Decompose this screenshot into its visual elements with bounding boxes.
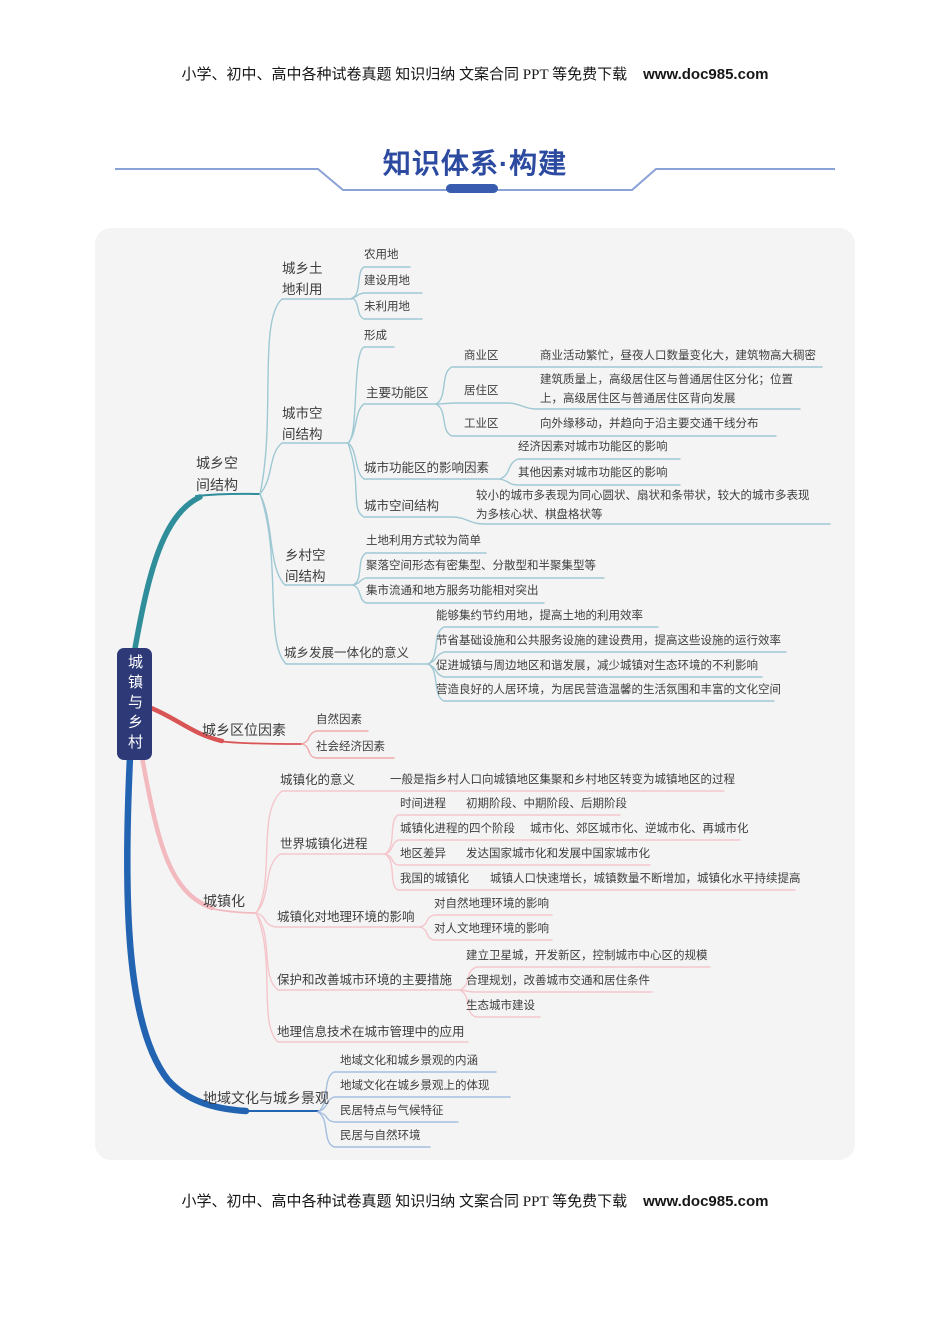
root-node-town-and-village: 城镇与乡村	[117, 648, 152, 760]
node-market-service-function: 集市流通和地方服务功能相对突出	[366, 585, 539, 597]
node-construction-land: 建设用地	[364, 275, 410, 287]
node-natural-factors: 自然因素	[316, 714, 362, 726]
desc-residential-zone: 建筑质量上，高级居住区与普通居住区分化；位置上，高级居住区与普通居住区背向发展	[540, 374, 793, 405]
footer-text: 小学、初中、高中各种试卷真题 知识归纳 文案合同 PPT 等免费下载	[181, 1194, 628, 1210]
desc-city-structure-pattern: 较小的城市多表现为同心圆状、扇状和条带状，较大的城市多表现为多核心状、棋盘格状等	[476, 490, 810, 521]
node-dwelling-climate-features: 民居特点与气候特征	[340, 1105, 444, 1117]
node-impact-human-environment: 对人文地理环境的影响	[434, 923, 549, 935]
node-integration-benefit-living: 营造良好的人居环境，为居民营造温馨的生活氛围和丰富的文化空间	[436, 684, 781, 696]
node-measure-satellite-city: 建立卫星城，开发新区，控制城市中心区的规模	[466, 950, 708, 962]
node-measure-rational-planning: 合理规划，改善城市交通和居住条件	[466, 975, 650, 987]
node-city-structure-pattern: 城市空间结构	[364, 499, 440, 513]
footer-site-url: www.doc985.com	[643, 1193, 769, 1210]
node-commercial-zone: 商业区	[464, 350, 499, 362]
desc-four-stages: 城市化、郊区城市化、逆城市化、再城市化	[530, 823, 749, 835]
desc-china-urbanization: 城镇人口快速增长，城镇数量不断增加，城镇化水平持续提高	[490, 873, 801, 885]
node-china-urbanization: 我国的城镇化	[400, 873, 469, 885]
node-regional-differences: 地区差异	[400, 848, 446, 860]
node-other-factors-influence: 其他因素对城市功能区的影响	[518, 467, 668, 479]
header-text: 小学、初中、高中各种试卷真题 知识归纳 文案合同 PPT 等免费下载	[181, 67, 628, 83]
desc-urbanization-meaning: 一般是指乡村人口向城镇地区集聚和乡村地区转变为城镇地区的过程	[390, 774, 735, 786]
node-world-urbanization-process: 世界城镇化进程	[280, 837, 368, 851]
node-residential-zone: 居住区	[464, 385, 499, 397]
node-socioeconomic-factors: 社会经济因素	[316, 741, 385, 753]
page-footer: 小学、初中、高中各种试卷真题 知识归纳 文案合同 PPT 等免费下载 www.do…	[0, 1190, 950, 1211]
node-gis-in-city-management: 地理信息技术在城市管理中的应用	[277, 1025, 465, 1039]
root-node-label: 城镇与乡村	[126, 654, 143, 754]
header-site-url: www.doc985.com	[643, 66, 769, 83]
node-unused-land: 未利用地	[364, 301, 410, 313]
node-urban-rural-land-use: 城乡土地利用	[282, 261, 323, 297]
node-dwelling-natural-environment: 民居与自然环境	[340, 1130, 421, 1142]
node-urban-rural-integration: 城乡发展一体化的意义	[284, 646, 410, 660]
node-measure-eco-city: 生态城市建设	[466, 1000, 535, 1012]
desc-time-process: 初期阶段、中期阶段、后期阶段	[466, 798, 627, 810]
node-city-spatial-structure: 城市空间结构	[282, 406, 323, 442]
node-urbanization: 城镇化	[203, 893, 245, 909]
desc-industrial-zone: 向外缘移动，并趋向于沿主要交通干线分布	[540, 418, 759, 430]
node-urbanization-meaning: 城镇化的意义	[280, 773, 356, 787]
node-four-stages: 城镇化进程的四个阶段	[400, 823, 515, 835]
node-functional-zone-factors: 城市功能区的影响因素	[364, 461, 490, 475]
node-culture-in-landscape: 地域文化在城乡景观上的体现	[340, 1080, 490, 1092]
desc-regional-differences: 发达国家城市化和发展中国家城市化	[466, 848, 650, 860]
node-integration-benefit-land: 能够集约节约用地，提高土地的利用效率	[436, 610, 643, 622]
page-header: 小学、初中、高中各种试卷真题 知识归纳 文案合同 PPT 等免费下载 www.do…	[0, 63, 950, 84]
node-environment-protection-measures: 保护和改善城市环境的主要措施	[277, 973, 453, 987]
node-urban-rural-spatial-structure: 城乡空间结构	[196, 455, 238, 493]
node-formation: 形成	[364, 330, 387, 342]
node-integration-benefit-harmony: 促进城镇与周边地区和谐发展，减少城镇对生态环境的不利影响	[436, 660, 758, 672]
node-industrial-zone: 工业区	[464, 418, 499, 430]
node-impact-natural-environment: 对自然地理环境的影响	[434, 898, 549, 910]
node-rural-land-use-simple: 土地利用方式较为简单	[366, 535, 481, 547]
node-main-functional-zones: 主要功能区	[366, 386, 429, 400]
node-integration-benefit-infrastructure: 节省基础设施和公共服务设施的建设费用，提高这些设施的运行效率	[436, 635, 781, 647]
node-time-process: 时间进程	[400, 798, 446, 810]
node-urbanization-impact: 城镇化对地理环境的影响	[277, 910, 415, 924]
node-culture-landscape-connotation: 地域文化和城乡景观的内涵	[340, 1055, 478, 1067]
node-agricultural-land: 农用地	[364, 249, 399, 261]
node-settlement-forms: 聚落空间形态有密集型、分散型和半聚集型等	[366, 560, 596, 572]
node-economic-factors-influence: 经济因素对城市功能区的影响	[518, 441, 668, 453]
node-location-factors: 城乡区位因素	[202, 722, 286, 738]
page-title: 知识体系·构建	[382, 148, 568, 179]
node-rural-spatial-structure: 乡村空间结构	[285, 548, 326, 584]
desc-commercial-zone: 商业活动繁忙，昼夜人口数量变化大，建筑物高大稠密	[540, 350, 816, 362]
node-regional-culture-landscape: 地域文化与城乡景观	[203, 1090, 329, 1106]
